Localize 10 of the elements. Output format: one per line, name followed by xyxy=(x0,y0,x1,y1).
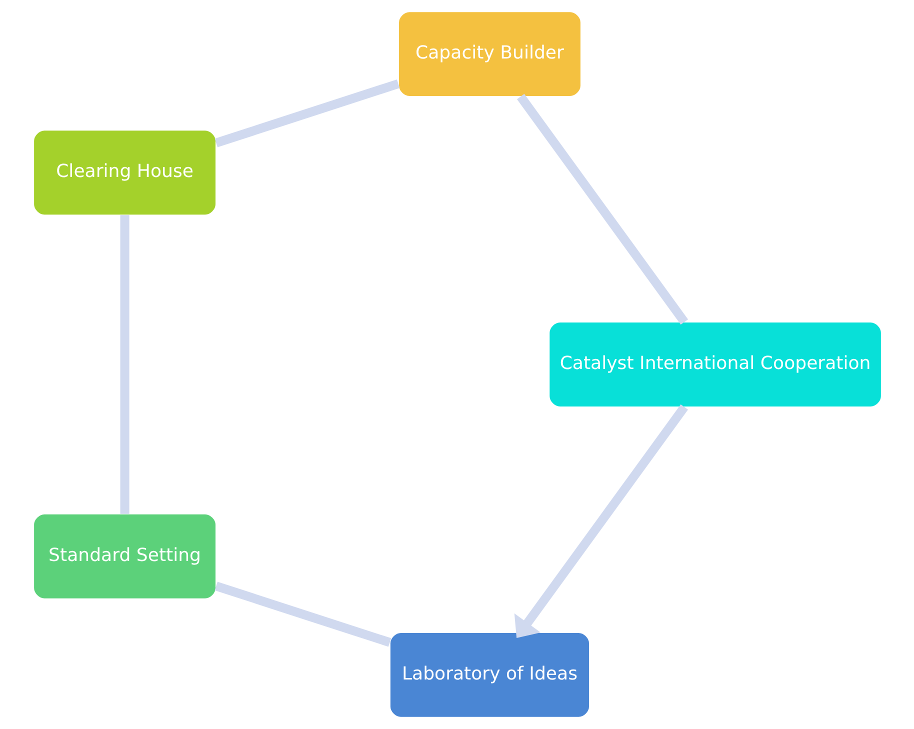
arrow xyxy=(514,404,688,638)
connector xyxy=(516,94,688,325)
node-box: Clearing House xyxy=(32,130,216,216)
connector xyxy=(214,582,391,647)
node-box: Capacity Builder xyxy=(398,11,581,97)
connector xyxy=(214,79,400,148)
connector xyxy=(120,215,129,514)
node-box: Catalyst International Cooperation xyxy=(548,322,882,408)
node-box: Laboratory of Ideas xyxy=(389,632,590,718)
node-box: Standard Setting xyxy=(32,513,216,600)
